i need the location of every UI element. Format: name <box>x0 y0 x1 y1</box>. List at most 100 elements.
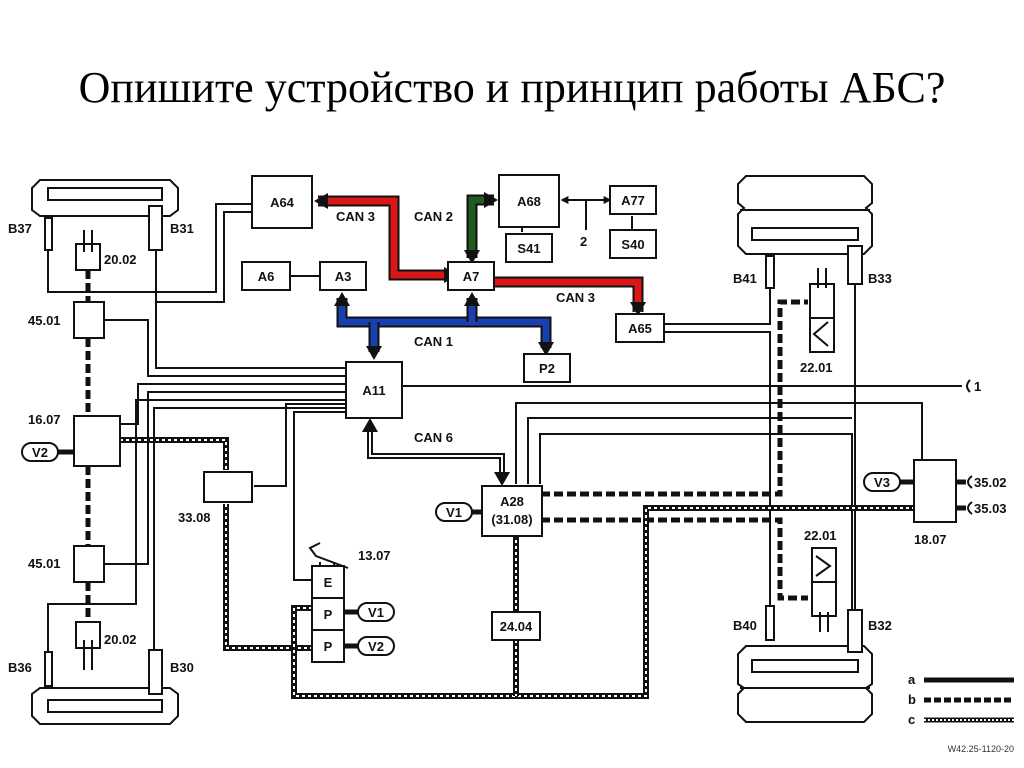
valve-v3[interactable]: V3 <box>863 472 914 492</box>
legend-key-a: a <box>908 672 916 687</box>
module-a11[interactable]: A11 <box>345 361 403 419</box>
label-link-2: 2 <box>580 234 587 249</box>
wheel-front-right <box>737 175 873 255</box>
label-can2: CAN 2 <box>414 209 453 224</box>
svg-text:A3: A3 <box>335 269 352 284</box>
svg-text:45.01: 45.01 <box>28 556 61 571</box>
module-p2[interactable]: P2 <box>523 353 571 383</box>
svg-text:B33: B33 <box>868 271 892 286</box>
sensor-b36: B36 <box>8 651 53 687</box>
svg-text:24.04: 24.04 <box>500 619 533 634</box>
module-a68[interactable]: A68 <box>498 174 560 228</box>
module-a64[interactable]: A64 <box>251 175 313 229</box>
svg-text:B40: B40 <box>733 618 757 633</box>
sensor-b33: B33 <box>847 245 892 286</box>
svg-text:S41: S41 <box>517 241 540 256</box>
svg-text:B30: B30 <box>170 660 194 675</box>
module-a77[interactable]: A77 <box>609 185 657 215</box>
svg-text:22.01: 22.01 <box>800 360 833 375</box>
svg-text:A28: A28 <box>500 494 524 509</box>
module-s40[interactable]: S40 <box>609 229 657 259</box>
module-24-04[interactable]: 24.04 <box>491 611 541 641</box>
svg-text:P: P <box>324 639 333 654</box>
sensor-b41: B41 <box>733 255 775 289</box>
svg-text:A65: A65 <box>628 321 652 336</box>
connector-35-03: 35.03 <box>956 501 1007 516</box>
label-13-07: 13.07 <box>358 548 391 563</box>
svg-text:V2: V2 <box>368 639 384 654</box>
module-a3[interactable]: A3 <box>319 261 367 291</box>
sensor-b32: B32 <box>847 609 892 653</box>
svg-text:A7: A7 <box>463 269 480 284</box>
svg-text:B37: B37 <box>8 221 32 236</box>
valve-v1-a28[interactable]: V1 <box>435 502 482 522</box>
svg-text:A64: A64 <box>270 195 295 210</box>
can2-bus <box>464 192 498 264</box>
can6-bus <box>362 418 510 486</box>
connector-1: 1 <box>966 379 981 394</box>
svg-text:22.01: 22.01 <box>804 528 837 543</box>
component-33-08: 33.08 <box>178 471 253 525</box>
sensor-b31: B31 <box>148 205 194 251</box>
svg-text:A6: A6 <box>258 269 275 284</box>
can3-bus <box>314 193 646 316</box>
valve-v1-pedal[interactable]: V1 <box>344 602 395 622</box>
module-a65[interactable]: A65 <box>615 313 665 343</box>
label-can1: CAN 1 <box>414 334 453 349</box>
module-a7[interactable]: A7 <box>447 261 495 291</box>
label-can6: CAN 6 <box>414 430 453 445</box>
legend-key-c: c <box>908 712 915 727</box>
svg-text:E: E <box>324 575 333 590</box>
svg-text:P: P <box>324 607 333 622</box>
svg-text:B41: B41 <box>733 271 757 286</box>
svg-text:20.02: 20.02 <box>104 252 137 267</box>
svg-text:45.01: 45.01 <box>28 313 61 328</box>
svg-text:(31.08): (31.08) <box>491 512 532 527</box>
svg-text:V2: V2 <box>32 445 48 460</box>
svg-text:S40: S40 <box>621 237 644 252</box>
svg-text:1: 1 <box>974 379 981 394</box>
svg-text:35.02: 35.02 <box>974 475 1007 490</box>
svg-text:P2: P2 <box>539 361 555 376</box>
wiring-dotted <box>120 437 916 699</box>
svg-text:18.07: 18.07 <box>914 532 947 547</box>
valve-v2-pedal[interactable]: V2 <box>344 636 395 656</box>
module-a6[interactable]: A6 <box>241 261 291 291</box>
module-s41[interactable]: S41 <box>505 233 553 263</box>
svg-text:V3: V3 <box>874 475 890 490</box>
component-22-01-bottom: 22.01 <box>804 528 837 632</box>
connector-35-02: 35.02 <box>956 475 1007 490</box>
svg-text:B32: B32 <box>868 618 892 633</box>
svg-text:V1: V1 <box>446 505 462 520</box>
figure-code: W42.25-1120-20 <box>948 744 1014 754</box>
wheel-rear-left <box>31 687 179 725</box>
sensor-b30: B30 <box>148 649 194 695</box>
component-45-01-top: 45.01 <box>28 301 105 339</box>
svg-text:A68: A68 <box>517 194 541 209</box>
wiring-dashed <box>85 270 808 620</box>
sensor-b37: B37 <box>8 217 53 251</box>
wheel-front-left <box>31 179 179 217</box>
svg-text:B31: B31 <box>170 221 194 236</box>
legend: a b c <box>908 672 1014 727</box>
svg-text:V1: V1 <box>368 605 384 620</box>
svg-text:16.07: 16.07 <box>28 412 61 427</box>
svg-text:20.02: 20.02 <box>104 632 137 647</box>
component-20-02-bottom: 20.02 <box>75 621 137 670</box>
can1-bus <box>334 292 554 360</box>
component-45-01-bottom: 45.01 <box>28 545 105 583</box>
brake-pedal-unit[interactable]: E P P <box>311 565 345 663</box>
component-18-07: 18.07 <box>913 459 957 547</box>
component-16-07: 16.07 <box>28 412 121 467</box>
svg-text:A77: A77 <box>621 193 645 208</box>
svg-text:B36: B36 <box>8 660 32 675</box>
label-can3-right: CAN 3 <box>556 290 595 305</box>
svg-text:A11: A11 <box>362 383 385 398</box>
component-20-02-top: 20.02 <box>75 230 137 271</box>
module-a28[interactable]: A28 (31.08) <box>481 485 543 537</box>
sensor-b40: B40 <box>733 605 775 641</box>
component-22-01-top: 22.01 <box>800 268 835 375</box>
label-can3-left: CAN 3 <box>336 209 375 224</box>
valve-v2-16-07[interactable]: V2 <box>21 442 74 462</box>
